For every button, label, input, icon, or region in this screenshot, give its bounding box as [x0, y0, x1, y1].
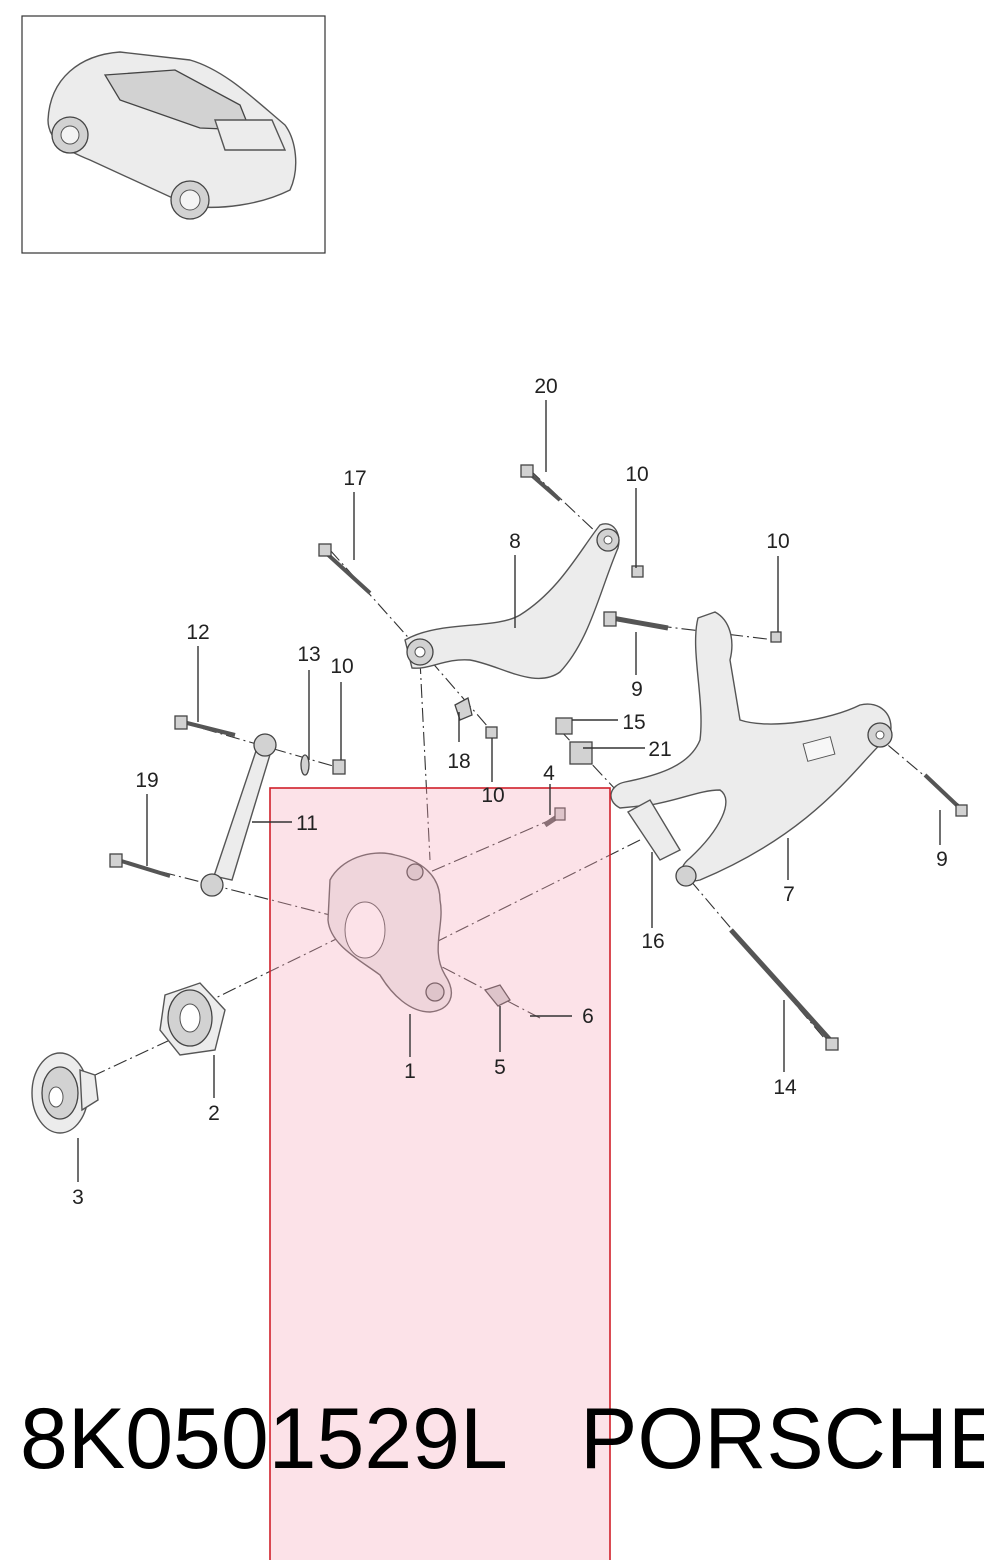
callout-15: 15: [622, 711, 645, 734]
callout-18: 18: [447, 750, 470, 773]
callouts: 20 10 17 8 10 9 12 13 10 15 21 18 10 4 1…: [72, 375, 948, 1209]
bolts: [109, 464, 968, 1051]
upper-control-arm: [404, 523, 620, 680]
callout-4: 4: [543, 762, 555, 785]
highlight-box: [269, 787, 611, 1560]
callout-11: 11: [296, 812, 318, 835]
toe-link: [200, 733, 277, 897]
callout-17: 17: [343, 467, 366, 490]
brand-name: PORSCHE: [580, 1391, 984, 1487]
callout-10: 10: [481, 784, 504, 807]
callout-13: 13: [297, 643, 320, 666]
part-number: 8K0501529L: [20, 1391, 508, 1487]
callout-10: 10: [625, 463, 648, 486]
wheel-carrier: [327, 852, 511, 1013]
lower-control-arm: [610, 611, 893, 887]
callout-9: 9: [631, 678, 643, 701]
callout-21: 21: [648, 738, 671, 761]
callout-12: 12: [186, 621, 209, 644]
callout-14: 14: [773, 1076, 797, 1099]
callout-6: 6: [582, 1005, 594, 1028]
callout-9: 9: [936, 848, 948, 871]
vehicle-thumbnail: [21, 15, 326, 254]
callout-3: 3: [72, 1186, 84, 1209]
callout-20: 20: [534, 375, 557, 398]
leader-lines: [77, 400, 941, 1182]
wheel-bearing: [159, 982, 226, 1056]
wheel-hub: [31, 1052, 99, 1134]
callout-7: 7: [783, 883, 795, 906]
callout-8: 8: [509, 530, 521, 553]
callout-16: 16: [641, 930, 664, 953]
callout-19: 19: [135, 769, 158, 792]
callout-1: 1: [404, 1060, 416, 1083]
callout-2: 2: [208, 1102, 220, 1125]
callout-5: 5: [494, 1056, 506, 1079]
callout-10: 10: [330, 655, 353, 678]
callout-10: 10: [766, 530, 789, 553]
